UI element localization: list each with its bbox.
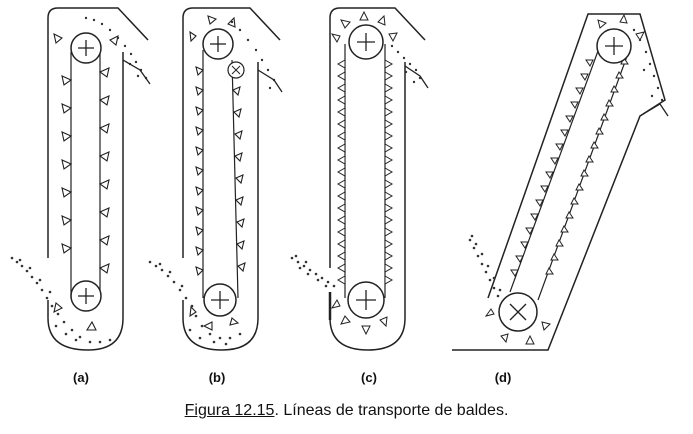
material-stream [468,28,664,298]
buckets [330,10,398,336]
figure-caption: Figura 12.15. Líneas de transporte de ba… [0,402,693,420]
panel-d-inclined-elevator [452,13,669,351]
buckets [189,15,246,331]
casing [47,7,149,351]
panel-label-d: (d) [494,370,512,385]
panel-b-continuous-elevator [148,7,283,351]
head-pulley [596,28,632,64]
tail-pulley [70,280,102,312]
material-stream [148,20,276,346]
figure-reference-link[interactable]: Figura 12.15 [184,402,275,419]
casing [182,7,281,351]
caption-text: . Líneas de transporte de baldes. [274,402,509,419]
head-pulley [202,28,234,60]
discharge-chute [257,69,283,93]
belt-right [231,59,239,299]
head-pulley [348,24,384,60]
head-pulley [70,32,102,64]
tail-pulley [498,292,538,332]
discharge-chute [404,65,429,89]
panel-label-c: (c) [361,370,377,385]
material-stream [290,44,422,288]
panel-a-centrifugal-elevator [10,7,151,351]
snub-pulley [227,61,245,79]
belt-left [509,39,603,293]
panel-label-a: (a) [73,370,89,385]
material-stream [10,16,148,344]
tail-pulley [347,281,385,319]
buckets [484,13,645,345]
panel-label-b: (b) [208,370,226,385]
discharge-chute [122,59,151,85]
casing [329,7,426,351]
discharge-chute [639,103,669,117]
buckets [53,32,119,331]
casing [452,13,666,351]
tail-pulley [203,283,237,317]
panel-c-continuous-elevator [290,7,429,351]
